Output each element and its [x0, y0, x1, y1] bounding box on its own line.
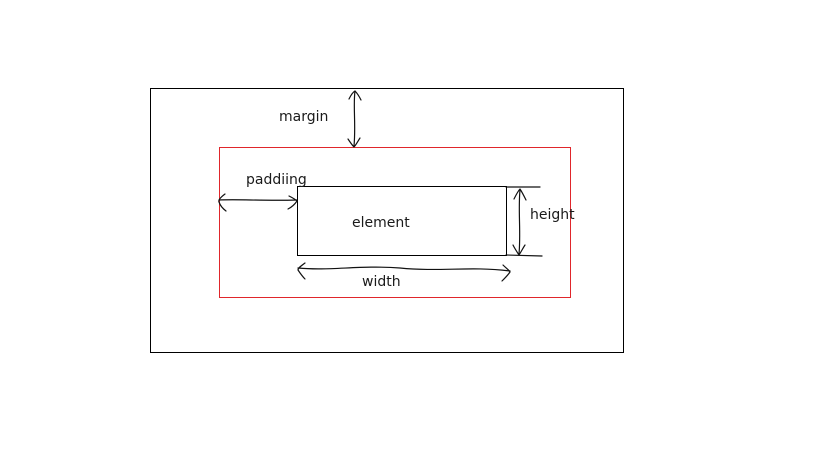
outer-box: [150, 88, 624, 353]
padding-label: paddiing: [246, 172, 307, 188]
margin-label: margin: [279, 109, 328, 125]
margin-arrow: [347, 90, 362, 148]
padding-arrow: [218, 193, 298, 212]
height-extension-lines: [505, 186, 543, 257]
padding-box: [219, 147, 571, 298]
element-box: [297, 186, 507, 256]
width-label: width: [362, 274, 401, 290]
element-label: element: [352, 215, 410, 231]
height-label: height: [530, 207, 575, 223]
height-arrow: [512, 188, 527, 256]
width-arrow: [297, 262, 511, 282]
